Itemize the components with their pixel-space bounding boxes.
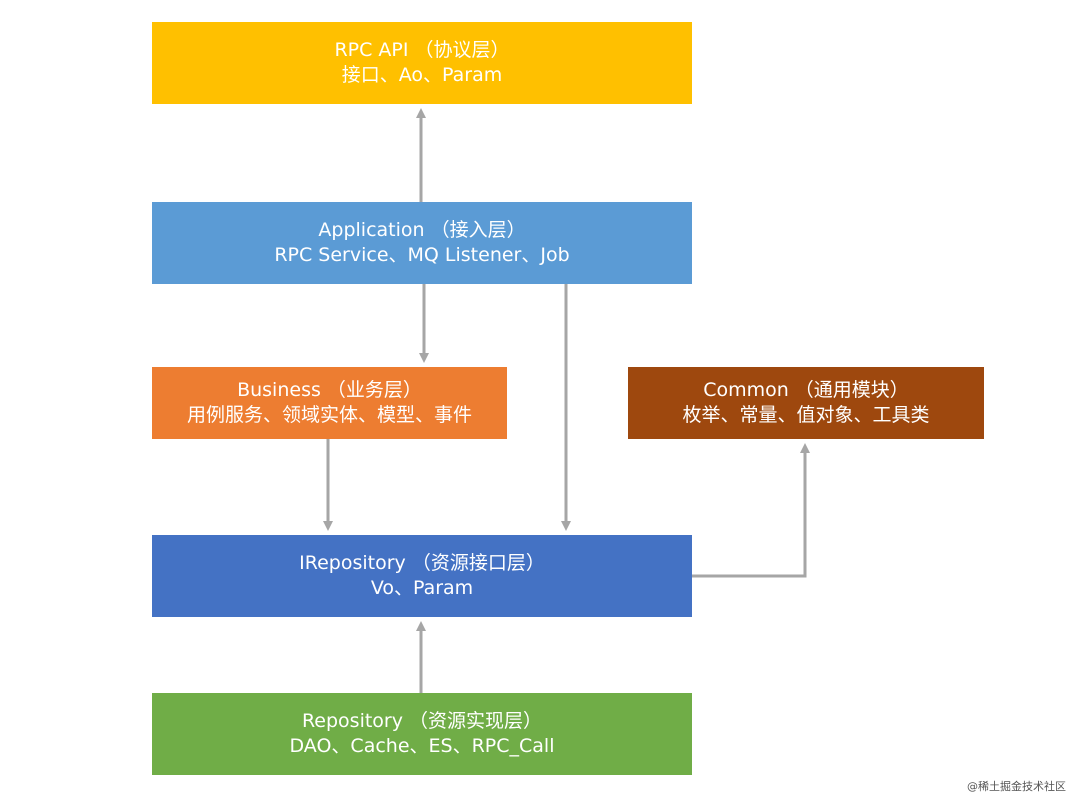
node-title: Business （业务层） xyxy=(237,379,422,401)
node-title: RPC API （协议层） xyxy=(334,39,510,61)
node-irepository: IRepository （资源接口层） Vo、Param xyxy=(152,535,692,617)
node-rpc-api: RPC API （协议层） 接口、Ao、Param xyxy=(152,22,692,104)
node-subtitle: DAO、Cache、ES、RPC_Call xyxy=(289,735,555,757)
watermark: @稀土掘金技术社区 xyxy=(967,780,1066,793)
node-title: IRepository （资源接口层） xyxy=(299,552,545,574)
node-title: Application （接入层） xyxy=(318,219,526,241)
node-subtitle: RPC Service、MQ Listener、Job xyxy=(274,244,570,266)
node-subtitle: 接口、Ao、Param xyxy=(341,64,503,86)
node-common: Common （通用模块） 枚举、常量、值对象、工具类 xyxy=(628,367,984,439)
edge-irepository-to-common xyxy=(692,443,810,578)
node-application: Application （接入层） RPC Service、MQ Listene… xyxy=(152,202,692,284)
node-title: Repository （资源实现层） xyxy=(301,710,543,732)
node-subtitle: 用例服务、领域实体、模型、事件 xyxy=(186,404,472,426)
node-subtitle: Vo、Param xyxy=(370,577,474,599)
node-repository: Repository （资源实现层） DAO、Cache、ES、RPC_Call xyxy=(152,693,692,775)
node-title: Common （通用模块） xyxy=(703,379,909,401)
node-subtitle: 枚举、常量、值对象、工具类 xyxy=(682,404,930,426)
node-business: Business （业务层） 用例服务、领域实体、模型、事件 xyxy=(152,367,507,439)
